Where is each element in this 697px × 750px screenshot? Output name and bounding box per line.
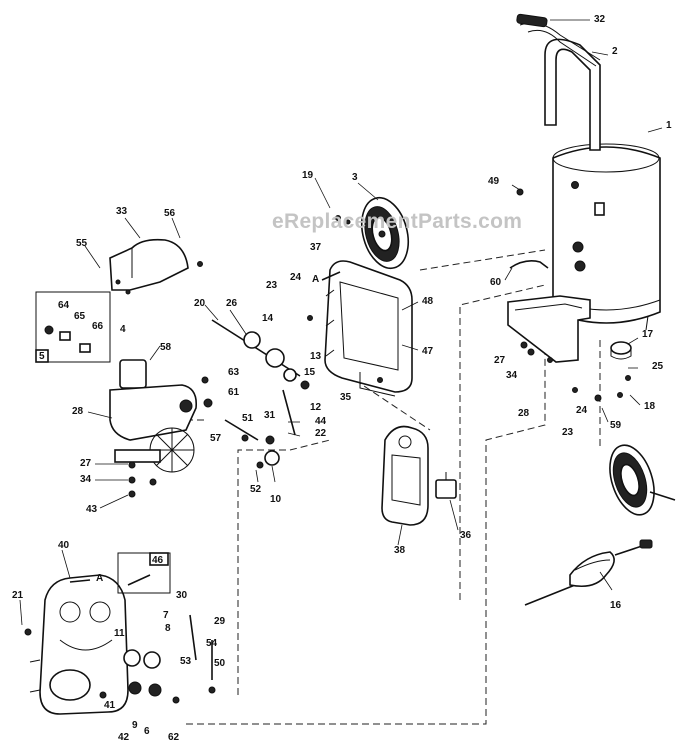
pump-motor-assembly: [109, 359, 198, 473]
callout-16: 16: [610, 600, 622, 611]
callout-20: 20: [194, 298, 206, 309]
callout-30: 30: [176, 590, 188, 601]
callout-41: 41: [104, 700, 116, 711]
wheel-lower: [609, 444, 676, 516]
rubber-foot: [610, 341, 632, 360]
callout-34b: 34: [506, 370, 518, 381]
callout-63: 63: [228, 367, 240, 378]
front-panel: [29, 574, 129, 715]
callout-40: 40: [58, 540, 70, 551]
callout-22: 22: [315, 428, 327, 439]
callout-46: 46: [152, 555, 164, 566]
callout-51: 51: [242, 413, 254, 424]
power-cord: [524, 539, 653, 606]
callout-8: 8: [165, 623, 171, 634]
callout-24a: 24: [290, 272, 302, 283]
callout-58: 58: [160, 342, 172, 353]
callout-6: 6: [144, 726, 150, 737]
callout-60: 60: [490, 277, 502, 288]
callout-31: 31: [264, 410, 276, 421]
callout-56: 56: [164, 208, 176, 219]
callout-47: 47: [422, 346, 434, 357]
assembly-dashed-lines: [171, 249, 601, 725]
alignment-markers: [69, 271, 341, 583]
callout-62: 62: [168, 732, 180, 743]
shroud: [381, 425, 429, 526]
callout-10: 10: [270, 494, 282, 505]
callout-9: 9: [132, 720, 138, 731]
callout-52: 52: [250, 484, 262, 495]
callout-26: 26: [226, 298, 238, 309]
callout-23b: 23: [562, 427, 574, 438]
callout-37: 37: [310, 242, 322, 253]
callout-18: 18: [644, 401, 656, 412]
marker-a-housing: A: [312, 274, 320, 285]
callout-leaders: [19, 19, 663, 626]
callout-54: 54: [206, 638, 218, 649]
callout-17: 17: [642, 329, 654, 340]
marker-a-panel: A: [96, 573, 104, 584]
callout-7: 7: [163, 610, 169, 621]
callout-23a: 23: [266, 280, 278, 291]
tank-tube: [509, 260, 549, 269]
callout-21: 21: [12, 590, 24, 601]
watermark: eReplacementParts.com: [272, 210, 523, 233]
callout-3: 3: [352, 172, 358, 183]
callout-36: 36: [460, 530, 472, 541]
tank-base-plate: [507, 181, 605, 363]
callout-55: 55: [76, 238, 88, 249]
callout-59: 59: [610, 420, 622, 431]
callout-13: 13: [310, 351, 322, 362]
pressure-switch: [435, 472, 457, 499]
callout-49: 49: [488, 176, 500, 187]
callout-14: 14: [262, 313, 274, 324]
callout-44: 44: [315, 416, 327, 427]
panel-fittings: [123, 614, 216, 697]
callout-38: 38: [394, 545, 406, 556]
callout-33: 33: [116, 206, 128, 217]
kit-box-46: [117, 552, 171, 594]
callout-34a: 34: [80, 474, 92, 485]
callout-61: 61: [228, 387, 240, 398]
fasteners: [24, 188, 631, 704]
callout-65: 65: [74, 311, 86, 322]
callout-28b: 28: [518, 408, 530, 419]
callout-15: 15: [304, 367, 316, 378]
callout-64: 64: [58, 300, 70, 311]
callout-28a: 28: [72, 406, 84, 417]
callout-42: 42: [118, 732, 130, 743]
callout-29: 29: [214, 616, 226, 627]
manifold-assembly: [211, 319, 310, 466]
callout-25: 25: [652, 361, 664, 372]
callout-5: 5: [39, 351, 45, 362]
callout-27b: 27: [494, 355, 506, 366]
callout-48: 48: [422, 296, 434, 307]
callout-2: 2: [612, 46, 618, 57]
callout-43: 43: [86, 504, 98, 515]
handle-grip: [516, 13, 548, 28]
kit-box-5: [35, 291, 111, 363]
callout-19: 19: [302, 170, 314, 181]
callout-50: 50: [214, 658, 226, 669]
callout-12: 12: [310, 402, 322, 413]
callout-11: 11: [114, 628, 125, 639]
callout-53: 53: [180, 656, 192, 667]
callout-57: 57: [210, 433, 222, 444]
housing-frame: [324, 260, 413, 397]
callout-27a: 27: [80, 458, 92, 469]
callout-4: 4: [120, 324, 126, 335]
callout-35: 35: [340, 392, 352, 403]
callout-32: 32: [594, 14, 606, 25]
handle: [519, 22, 601, 151]
belt-guard: [109, 238, 189, 291]
callout-66: 66: [92, 321, 104, 332]
callout-24b: 24: [576, 405, 588, 416]
callout-1: 1: [666, 120, 672, 131]
wheel-upper: [360, 196, 410, 270]
